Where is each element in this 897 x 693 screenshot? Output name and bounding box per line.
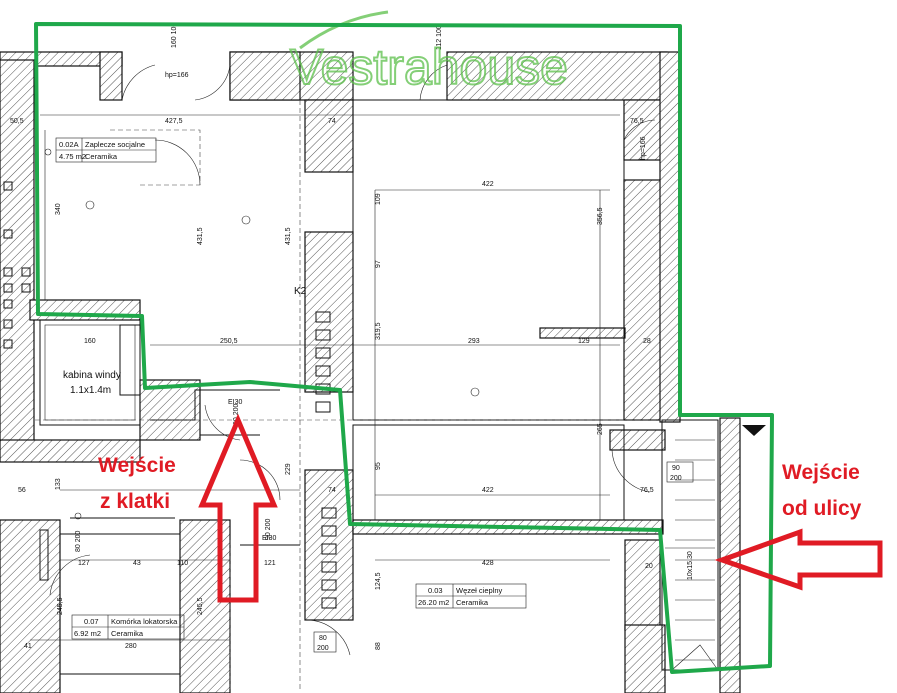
dimension: 76,5	[640, 487, 654, 494]
dimension: 124,5	[375, 572, 382, 590]
dimension: 88	[375, 642, 382, 650]
room-name: Komórka lokatorska	[111, 617, 178, 626]
dimension: 340	[55, 203, 62, 215]
dimension: 95	[375, 462, 382, 470]
vestrahouse-logo: Vestrahouse	[289, 10, 569, 96]
hp-label: hp=166	[165, 72, 189, 79]
dimension: 112 100	[436, 25, 443, 50]
logo-text: Vestrahouse	[290, 39, 568, 95]
dimension: 80 200	[75, 530, 82, 552]
stairs-label: 10x15.30	[687, 551, 694, 580]
dimension: 50,5	[10, 118, 24, 125]
room-area: 4.75 m2	[59, 152, 86, 161]
annotation-line: Wejście	[782, 461, 860, 484]
dimension: 56	[18, 487, 26, 494]
dimension: 280	[125, 643, 137, 650]
room-floor: Ceramika	[456, 598, 489, 607]
room-area: 6.92 m2	[74, 629, 101, 638]
dimension: 250,5	[220, 338, 238, 345]
misc-labels: kabina windy 1.1x1.4m K2 EI30 EI30 hp=16…	[63, 72, 694, 580]
dimension: 319,5	[375, 322, 382, 340]
dimension: 121	[264, 560, 276, 567]
route-boundary	[34, 22, 774, 674]
room-name: Zaplecze socjalne	[85, 140, 145, 149]
dimension: 431,5	[285, 227, 292, 245]
dimension: 245,5	[197, 597, 204, 615]
dimension: 109	[375, 193, 382, 205]
dimension: 80	[319, 635, 327, 642]
dimension: 74	[328, 487, 336, 494]
dimension: 245,5	[57, 597, 64, 615]
annotation-line: z klatki	[100, 490, 170, 513]
k2-label: K2	[294, 286, 307, 297]
dimension: 422	[482, 181, 494, 188]
dimension: 74	[328, 118, 336, 125]
annotation-from-street: Wejście od ulicy	[782, 461, 862, 520]
dimension: 133	[55, 478, 62, 490]
elevator-label: kabina windy	[63, 370, 121, 381]
dimension: 265	[597, 423, 604, 435]
annotation-line: od ulicy	[782, 497, 862, 520]
room-floor: Ceramika	[85, 152, 118, 161]
annotation-from-staircase: Wejście z klatki	[98, 454, 176, 513]
dimension: 20	[645, 563, 653, 570]
room-id: 0.07	[84, 617, 99, 626]
dimension: 90 200	[233, 403, 240, 425]
dimension: 428	[482, 560, 494, 567]
arrow-from-staircase	[198, 413, 278, 603]
ei30-label: EI30	[262, 535, 277, 542]
dimension: 293	[468, 338, 480, 345]
elevator-size: 1.1x1.4m	[70, 385, 111, 396]
room-label-0-03: 0.03 Węzeł cieplny 26.20 m2 Ceramika	[415, 583, 527, 609]
room-floor: Ceramika	[111, 629, 144, 638]
dimension: 28	[643, 338, 651, 345]
dimension: 431,5	[197, 227, 204, 245]
room-label-0-07: 0.07 Komórka lokatorska 6.92 m2 Ceramika	[71, 614, 185, 640]
dimension: 129	[578, 338, 590, 345]
room-name: Węzeł cieplny	[456, 586, 503, 595]
room-id: 0.02A	[59, 140, 79, 149]
dimension: 90	[672, 465, 680, 472]
dimension: 41	[24, 643, 32, 650]
ei30-label: EI30	[228, 399, 243, 406]
dimension: 127	[78, 560, 90, 567]
dimension: 90 200	[265, 518, 272, 540]
room-label-0-02a: 0.02A Zaplecze socjalne 4.75 m2 Ceramika	[55, 137, 157, 163]
dimension: 356,5	[597, 207, 604, 225]
dimension: 43	[133, 560, 141, 567]
dimension: 427,5	[165, 118, 183, 125]
dimension: 76,5	[630, 118, 644, 125]
dimension: 200	[670, 475, 682, 482]
dimension: 422	[482, 487, 494, 494]
dimension: 97	[375, 260, 382, 268]
dimension: 229	[285, 463, 292, 475]
interior-lines	[3, 64, 766, 692]
dimensions: 160 100 112 100 50,5 427,5 74 76,5 422 3…	[10, 23, 694, 653]
hp-label: hp=166	[640, 136, 647, 160]
dimension: 160 100	[171, 23, 178, 48]
room-area: 26.20 m2	[418, 598, 449, 607]
dimension: 160	[84, 338, 96, 345]
dimension: 110	[177, 560, 188, 567]
dimension: 200	[317, 645, 329, 652]
annotation-line: Wejście	[98, 454, 176, 477]
room-id: 0.03	[428, 586, 443, 595]
arrow-from-street	[714, 528, 883, 591]
